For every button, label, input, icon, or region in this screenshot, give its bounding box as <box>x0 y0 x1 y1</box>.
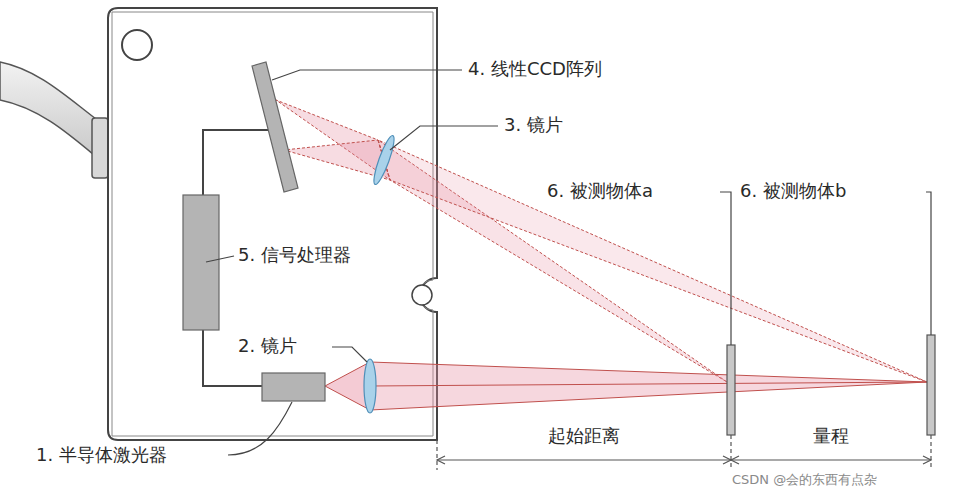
reflected-beam <box>276 100 927 382</box>
dimension-line <box>437 459 931 460</box>
leader-line <box>272 70 462 80</box>
dimension-label: 量程 <box>811 425 851 447</box>
target-object <box>927 335 935 435</box>
dimension-label: 起始距离 <box>546 425 622 447</box>
dimension-line <box>730 435 731 470</box>
callout-label: 5. 信号处理器 <box>236 244 353 266</box>
callout-label: 3. 镜片 <box>502 114 565 136</box>
lens <box>364 359 376 413</box>
signal-processor <box>183 195 219 330</box>
leader-line <box>228 402 292 455</box>
lens <box>370 134 397 186</box>
dimension-line <box>437 456 445 464</box>
ccd-array <box>252 62 298 192</box>
lens <box>364 359 376 413</box>
leader-line <box>206 256 234 262</box>
ccd-array <box>252 62 298 192</box>
leader-line <box>332 347 367 362</box>
target-object <box>727 335 935 435</box>
callout-label: 1. 半导体激光器 <box>34 444 169 466</box>
lens <box>370 134 397 186</box>
laser-diode <box>262 373 325 401</box>
target-object <box>727 345 735 435</box>
cable <box>0 62 100 160</box>
signal-processor <box>183 195 219 330</box>
leader-line <box>390 126 498 150</box>
laser-diode <box>262 373 325 401</box>
dimension-line <box>437 435 931 470</box>
callout-label: 6. 被测物体b <box>738 180 848 202</box>
sensor-housing <box>122 30 152 60</box>
callout-label: 4. 线性CCD阵列 <box>466 58 604 80</box>
leader-line <box>926 192 931 335</box>
signal-wire <box>203 130 268 195</box>
cable <box>0 62 108 178</box>
leader-line <box>206 70 931 455</box>
dimension-line <box>731 456 739 464</box>
dimension-line <box>436 440 437 470</box>
laser-beam <box>325 362 927 410</box>
watermark: CSDN @会的东西有点杂 <box>730 469 879 491</box>
leader-line <box>720 192 731 345</box>
laser-beam <box>370 382 927 386</box>
callout-label: 2. 镜片 <box>236 335 299 357</box>
reflected-beam <box>284 140 390 180</box>
dimension-line <box>930 435 931 470</box>
reflected-beam <box>378 140 927 382</box>
callout-label: 6. 被测物体a <box>545 180 655 202</box>
laser-beam <box>370 362 927 410</box>
laser-beam <box>325 362 370 410</box>
dimension-line <box>923 456 931 464</box>
cable <box>92 118 108 178</box>
sensor-housing <box>412 285 432 305</box>
